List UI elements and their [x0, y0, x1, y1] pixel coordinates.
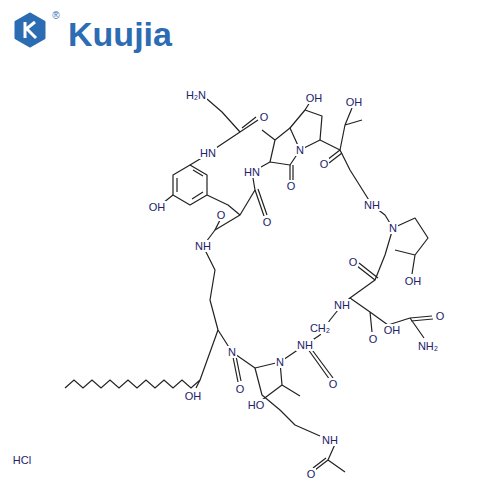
atom-label: O [235, 383, 246, 395]
atom-label: NH [333, 299, 351, 311]
atom-label: HN [199, 147, 217, 159]
atom-label: N [388, 222, 398, 234]
atom-label: N [227, 346, 237, 358]
atom-label: OH [305, 92, 324, 104]
lipid-chain [65, 380, 200, 388]
atom-label: NH [296, 339, 314, 351]
atom-label: O [262, 216, 273, 228]
atom-label: O [348, 256, 359, 268]
atom-label: O [319, 158, 330, 170]
salt-label: HCl [13, 454, 31, 466]
atom-label: NH [321, 434, 339, 446]
logo-icon [16, 14, 44, 46]
atom-label: NH [194, 240, 212, 252]
brand-logo: Kuujia [68, 15, 172, 53]
atom-label: O [216, 209, 227, 221]
atom-label: CH₂ [309, 322, 331, 334]
atom-label: NH [363, 199, 381, 211]
atom-label: OH [184, 390, 203, 402]
atom-label: O [306, 468, 317, 480]
atom-label: OH [404, 275, 423, 287]
bond-lines [163, 99, 433, 472]
atom-label: HN [243, 166, 261, 178]
atom-label: H₂N [185, 89, 207, 101]
atom-label: N [275, 356, 285, 368]
registered-mark: ® [52, 11, 59, 21]
atom-label: O [259, 111, 270, 123]
atom-label: OH [383, 324, 402, 336]
atom-label: N [295, 144, 305, 156]
atom-label: OH [345, 96, 364, 108]
atom-label: O [328, 378, 339, 390]
atom-label: O [435, 310, 446, 322]
atom-label: HO [247, 399, 266, 411]
atom-label: O [368, 333, 379, 345]
atom-label: OH [148, 201, 167, 213]
atom-label: O [286, 180, 297, 192]
atom-label: NH₂ [417, 340, 439, 352]
